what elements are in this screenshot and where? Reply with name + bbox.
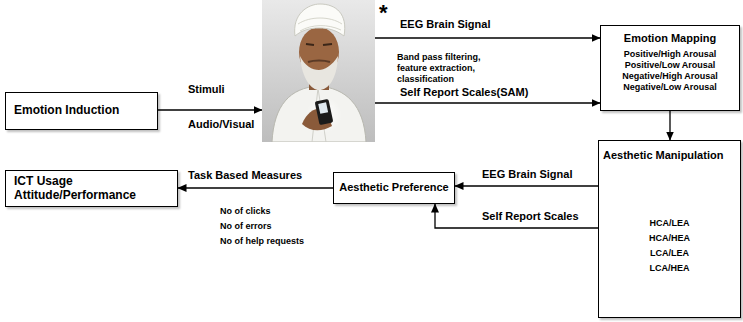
note-label: No of errors bbox=[218, 221, 274, 232]
note-label: Audio/Visual bbox=[186, 118, 256, 131]
note-label: No of clicks bbox=[218, 206, 273, 217]
mapping-box: Emotion MappingPositive/High ArousalPosi… bbox=[600, 25, 740, 111]
node-item: Negative/High Arousal bbox=[607, 71, 733, 82]
node-item: HCA/LEA bbox=[603, 218, 736, 229]
node-title: Emotion Induction bbox=[14, 103, 149, 117]
process-box: Emotion Induction bbox=[5, 92, 158, 130]
node-item: LCA/LEA bbox=[603, 248, 736, 259]
man-with-phone-photo bbox=[262, 0, 375, 142]
manipulation-box: Aesthetic ManipulationHCA/LEA HCA/HEA LCA/… bbox=[598, 140, 741, 318]
edge-label: EEG Brain Signal bbox=[480, 168, 574, 181]
arrow-connector bbox=[375, 37, 600, 38]
edge-label: Self Report Scales bbox=[480, 210, 581, 223]
arrow-connector bbox=[669, 111, 670, 140]
arrow-connector bbox=[455, 185, 598, 186]
node-item: Positive/High Arousal bbox=[607, 49, 733, 60]
node-title: ICT Usage Attitude/Performance bbox=[14, 174, 169, 203]
process-box: Aesthetic Preference bbox=[333, 172, 455, 204]
arrow-connector bbox=[158, 109, 262, 110]
arrow-connector bbox=[375, 102, 600, 103]
node-item: Positive/Low Arousal bbox=[607, 60, 733, 71]
edge-label: Stimuli bbox=[186, 83, 227, 96]
edge-label: Task Based Measures bbox=[186, 169, 304, 182]
node-item: LCA/HEA bbox=[603, 263, 736, 274]
edge-label: EEG Brain Signal bbox=[398, 18, 492, 31]
photo-frame: * bbox=[262, 0, 375, 142]
edge-label: Self Report Scales(SAM) bbox=[398, 86, 530, 99]
process-box: ICT Usage Attitude/Performance bbox=[5, 170, 178, 207]
arrow-connector bbox=[178, 187, 333, 188]
note-label: No of help requests bbox=[218, 236, 306, 247]
node-item: HCA/HEA bbox=[603, 233, 736, 244]
node-title: Aesthetic Manipulation bbox=[603, 149, 736, 162]
node-title: Aesthetic Preference bbox=[338, 181, 450, 194]
arrow-connector bbox=[435, 204, 598, 228]
node-title: * bbox=[379, 0, 388, 26]
note-label: Band pass filtering, feature extraction,… bbox=[395, 52, 511, 84]
node-title: Emotion Mapping bbox=[607, 32, 733, 45]
node-item: Negative/Low Arousal bbox=[607, 82, 733, 93]
